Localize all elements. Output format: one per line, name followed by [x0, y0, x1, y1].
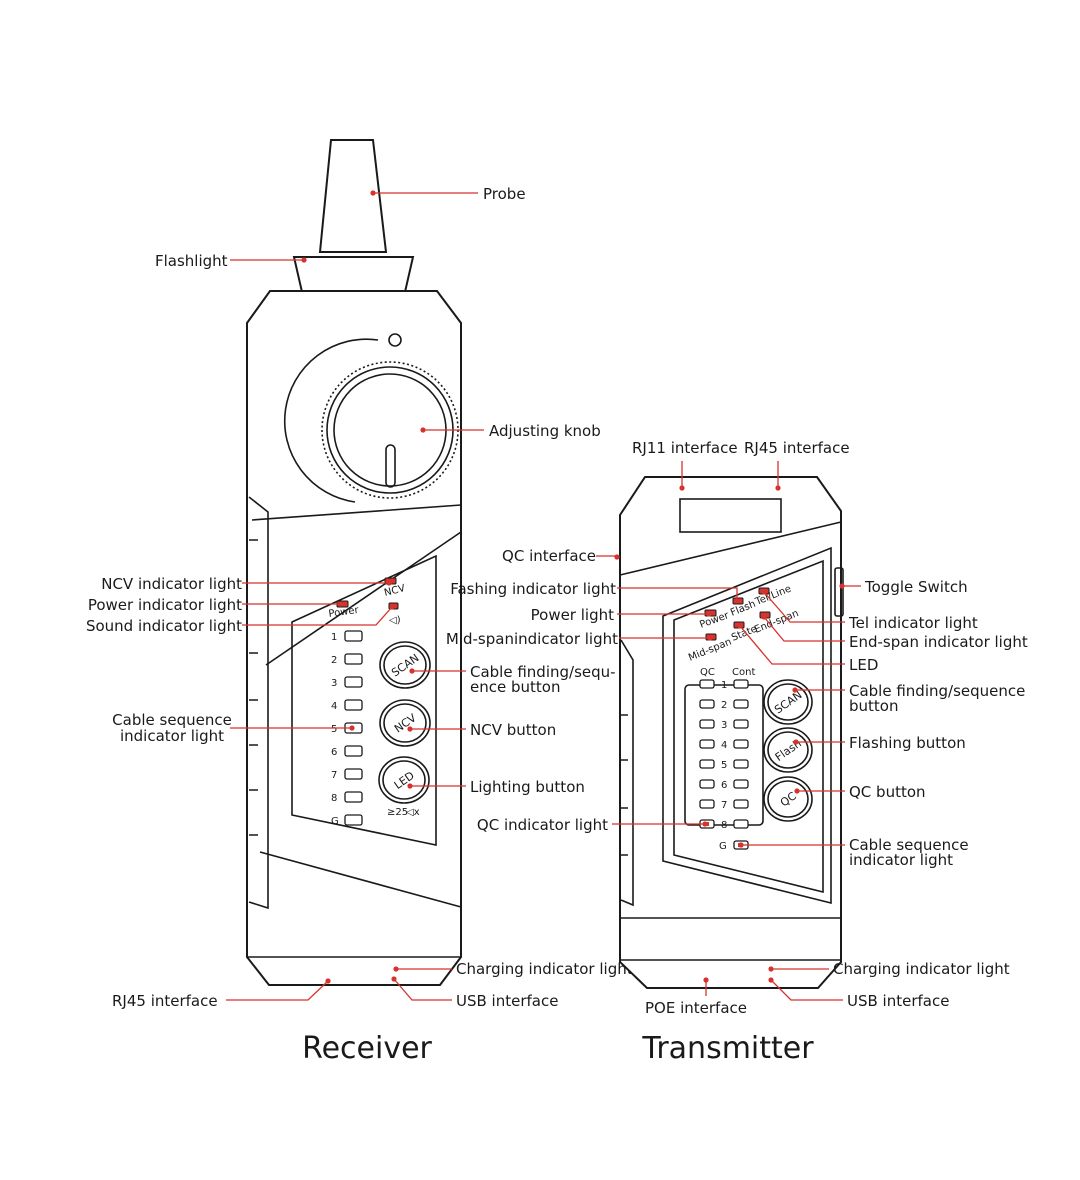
transmitter-device	[619, 476, 844, 989]
rx-led	[344, 745, 363, 757]
tx-qc-led	[699, 779, 715, 789]
cable-finding-label-2: ence button	[470, 678, 560, 696]
cable-sequence-label-1: Cable sequence	[112, 711, 232, 729]
tx-row-label: 5	[721, 760, 727, 771]
tx-qc-led	[699, 799, 715, 809]
tx-row-label: 4	[721, 740, 727, 751]
rx-charging-label: Charging indicator light	[456, 960, 633, 978]
tx-row-label: 2	[721, 700, 727, 711]
transmitter-annotations: RJ11 interface RJ45 interface QC interfa…	[446, 439, 1028, 1017]
tel-indicator-label: Tel indicator light	[848, 614, 978, 632]
flashlight-label: Flashlight	[155, 252, 228, 270]
tx-cont-led	[733, 779, 749, 789]
rx-rj45-label: RJ45 interface	[112, 992, 218, 1010]
toggle-switch[interactable]	[834, 567, 844, 617]
rx-led	[344, 676, 363, 688]
qc-header: QC	[700, 667, 715, 678]
led-label: LED	[849, 656, 878, 674]
tx-row-label: 8	[721, 820, 727, 831]
led-sub-label: ≥25	[387, 807, 408, 818]
receiver-annotations: Probe Flashlight Adjusting knob NCV indi…	[86, 185, 633, 1010]
rx-led	[344, 768, 363, 780]
tx-row-label: 7	[721, 800, 727, 811]
rx-led-label: G	[331, 816, 339, 827]
receiver-probe	[318, 139, 388, 253]
power-indicator-label: Power indicator light	[88, 596, 242, 614]
power-panel-label: Power	[328, 605, 360, 620]
fashing-indicator-label: Fashing indicator light	[450, 580, 616, 598]
tx-cable-sequence-label-2: indicator light	[849, 851, 953, 869]
tx-cont-led	[733, 759, 749, 769]
tx-qc-led	[699, 699, 715, 709]
rx-led-label: 1	[331, 632, 337, 643]
transmitter-panel-frame	[662, 546, 832, 905]
ncv-button-label: NCV button	[470, 721, 556, 739]
rx-led-label: 7	[331, 770, 337, 781]
adjusting-knob-label: Adjusting knob	[489, 422, 601, 440]
transmitter-title: Transmitter	[641, 1031, 814, 1066]
tx-row-label: 3	[721, 720, 727, 731]
receiver-device	[246, 139, 462, 986]
flashing-button-label: Flashing button	[849, 734, 966, 752]
tx-cable-sequence-label-1: Cable sequence	[849, 836, 969, 854]
sequence-frame	[684, 684, 764, 826]
tx-qc-led	[699, 719, 715, 729]
cable-sequence-label-2: indicator light	[120, 727, 224, 745]
tx-cable-finding-label-2: button	[849, 697, 898, 715]
tx-charging-label: Charging indicator light	[833, 960, 1010, 978]
cable-finding-label-1: Cable finding/sequ-	[470, 663, 616, 681]
rx-usb-label: USB interface	[456, 992, 558, 1010]
toggle-switch-label: Toggle Switch	[864, 578, 968, 596]
ncv-indicator-label: NCV indicator light	[101, 575, 242, 593]
mute-icon: ◁x	[406, 807, 420, 818]
transmitter-body	[619, 476, 842, 989]
rx-led-label: 5	[331, 724, 337, 735]
cable-sequence-leds: 1 2 3 4 5 6 7 8G	[331, 630, 363, 827]
rx-led	[344, 630, 363, 642]
rx-led-label: 6	[331, 747, 337, 758]
tx-cont-led	[733, 679, 749, 689]
rx-led	[344, 653, 363, 665]
rx-led	[344, 699, 363, 711]
midspan-label: Mid-spanindicator light	[446, 630, 618, 648]
rx-led-label: 4	[331, 701, 337, 712]
tx-cont-led	[733, 739, 749, 749]
tx-cont-led	[733, 799, 749, 809]
receiver-flashlight	[292, 256, 415, 293]
tx-cable-finding-label-1: Cable finding/sequence	[849, 682, 1025, 700]
tx-qc-led	[699, 739, 715, 749]
receiver-title: Receiver	[302, 1031, 432, 1066]
rj11-label: RJ11 interface	[632, 439, 738, 457]
ncv-panel-label: NCV	[383, 583, 406, 599]
tx-qc-led	[699, 759, 715, 769]
tx-row-label: 6	[721, 780, 727, 791]
tx-row-label: 1	[721, 680, 727, 691]
tx-cont-led	[733, 719, 749, 729]
rx-led-label: 2	[331, 655, 337, 666]
tx-cont-led	[733, 699, 749, 709]
g-label: G	[719, 841, 727, 852]
poe-label: POE interface	[645, 999, 747, 1017]
lighting-button-label: Lighting button	[470, 778, 585, 796]
rx-led	[344, 814, 363, 826]
qc-indicator-label: QC indicator light	[477, 816, 608, 834]
sound-indicator-label: Sound indicator light	[86, 617, 242, 635]
rx-led	[344, 791, 363, 803]
tx-cont-led	[733, 819, 749, 829]
rx-led-label: 3	[331, 678, 337, 689]
speaker-icon: ◁)	[389, 615, 401, 626]
endspan-label: End-span indicator light	[849, 633, 1028, 651]
tx-qc-led	[699, 679, 715, 689]
power-light-label: Power light	[531, 606, 614, 624]
qc-button-label: QC button	[849, 783, 926, 801]
qc-interface-label: QC interface	[502, 547, 596, 565]
tx-usb-label: USB interface	[847, 992, 949, 1010]
cont-header: Cont	[732, 667, 755, 678]
rj11-rj45-port	[679, 498, 782, 533]
rx-led-label: 8	[331, 793, 337, 804]
rj45-label: RJ45 interface	[744, 439, 850, 457]
probe-label: Probe	[483, 185, 526, 203]
